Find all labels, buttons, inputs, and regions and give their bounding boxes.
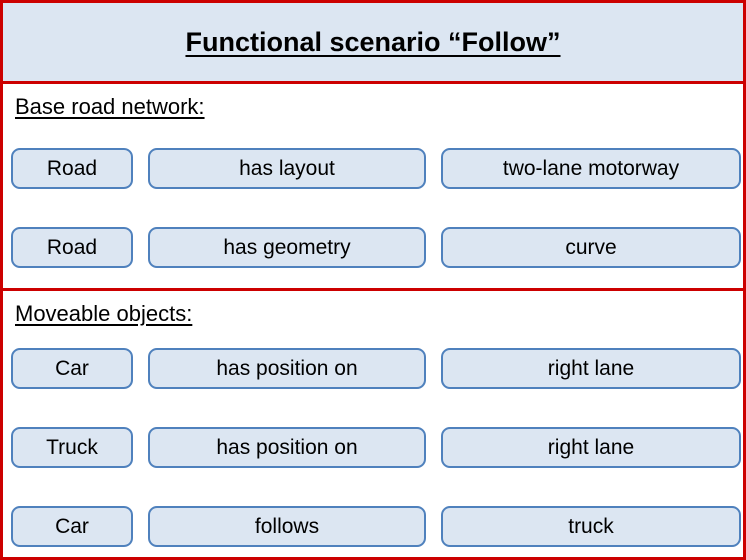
pill-object[interactable]: truck — [441, 506, 741, 547]
pill-predicate[interactable]: follows — [148, 506, 426, 547]
page-title: Functional scenario “Follow” — [185, 26, 561, 57]
section-header-moveable-objects: Moveable objects: — [15, 301, 193, 326]
table-row: Car follows truck — [3, 506, 743, 547]
pill-subject[interactable]: Road — [11, 227, 133, 268]
table-row: Road has layout two-lane motorway — [3, 148, 743, 189]
pill-subject[interactable]: Car — [11, 348, 133, 389]
pill-subject[interactable]: Road — [11, 148, 133, 189]
section-moveable-objects: Moveable objects: Car has position on ri… — [3, 291, 743, 557]
pill-subject[interactable]: Truck — [11, 427, 133, 468]
pill-subject[interactable]: Car — [11, 506, 133, 547]
pill-predicate[interactable]: has geometry — [148, 227, 426, 268]
pill-predicate[interactable]: has position on — [148, 348, 426, 389]
section-base-road-network: Base road network: Road has layout two-l… — [3, 84, 743, 291]
title-band: Functional scenario “Follow” — [3, 3, 743, 84]
pill-object[interactable]: curve — [441, 227, 741, 268]
table-row: Car has position on right lane — [3, 348, 743, 389]
pill-predicate[interactable]: has position on — [148, 427, 426, 468]
table-row: Truck has position on right lane — [3, 427, 743, 468]
pill-object[interactable]: right lane — [441, 348, 741, 389]
pill-predicate[interactable]: has layout — [148, 148, 426, 189]
section-header-base-road-network: Base road network: — [15, 94, 205, 119]
table-row: Road has geometry curve — [3, 227, 743, 268]
pill-object[interactable]: right lane — [441, 427, 741, 468]
pill-object[interactable]: two-lane motorway — [441, 148, 741, 189]
